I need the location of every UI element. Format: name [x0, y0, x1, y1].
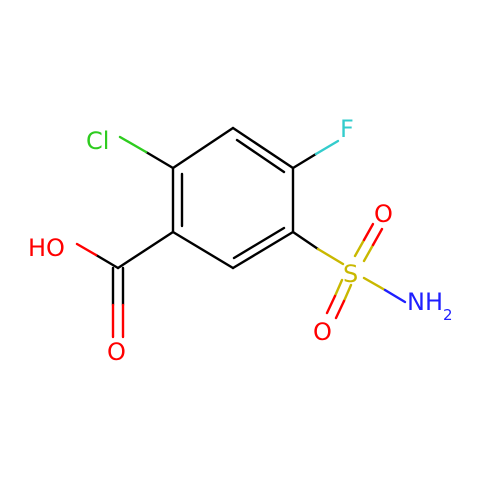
bond-c-s-yellow: [316, 247, 345, 266]
atom-label-oh: HO: [28, 234, 65, 262]
atom-label-o-sulfonyl-bottom: O: [313, 318, 332, 346]
bond-ring-c5-c6: [171, 230, 235, 270]
bond-ring-c4-c5-inner: [232, 226, 286, 260]
bond-c-s-black: [291, 230, 320, 251]
bond-c-cl-green: [118, 135, 148, 154]
bond-c-oh-black: [94, 253, 120, 270]
atom-label-o-sulfonyl-top: O: [374, 200, 393, 228]
bond-ring-c1-c2: [171, 126, 235, 170]
atom-label-cl: Cl: [86, 127, 109, 155]
bond-ring-c2-c3-inner: [235, 138, 286, 174]
atom-label-o-carbonyl: O: [107, 338, 126, 366]
bond-c-f-cyan: [314, 139, 340, 156]
bond-s-o-bottom-b-yellow: [342, 283, 353, 303]
benzene-ring: [171, 126, 295, 270]
bond-s-o-top-a-yellow: [353, 238, 366, 258]
atom-label-f: F: [340, 115, 354, 143]
bond-s-n-blue: [383, 288, 407, 304]
bond-ring-c4-c5: [231, 230, 295, 270]
bond-ring-c2-c3: [231, 126, 295, 170]
bond-s-o-bottom-a-red: [325, 294, 337, 315]
atom-label-nh2-subscript: 2: [443, 306, 453, 324]
atom-label-nh: NH: [407, 288, 443, 316]
bond-s-o-top-a-red: [362, 222, 375, 242]
atom-label-nh2: NH2: [407, 288, 453, 324]
bond-s-o-top-b-yellow: [362, 243, 375, 263]
bond-s-n-yellow: [362, 276, 387, 292]
atom-label-s: S: [343, 260, 358, 288]
bond-s-o-top-b-red: [371, 227, 384, 247]
bond-ring-carboxyl: [116, 230, 175, 270]
bond-s-o-bottom-a-yellow: [333, 278, 344, 298]
bond-c-oh-red: [75, 242, 98, 257]
bond-c-cl-black: [144, 150, 175, 170]
bond-s-o-bottom-b-red: [334, 299, 346, 320]
bond-c-f-black: [291, 152, 318, 170]
